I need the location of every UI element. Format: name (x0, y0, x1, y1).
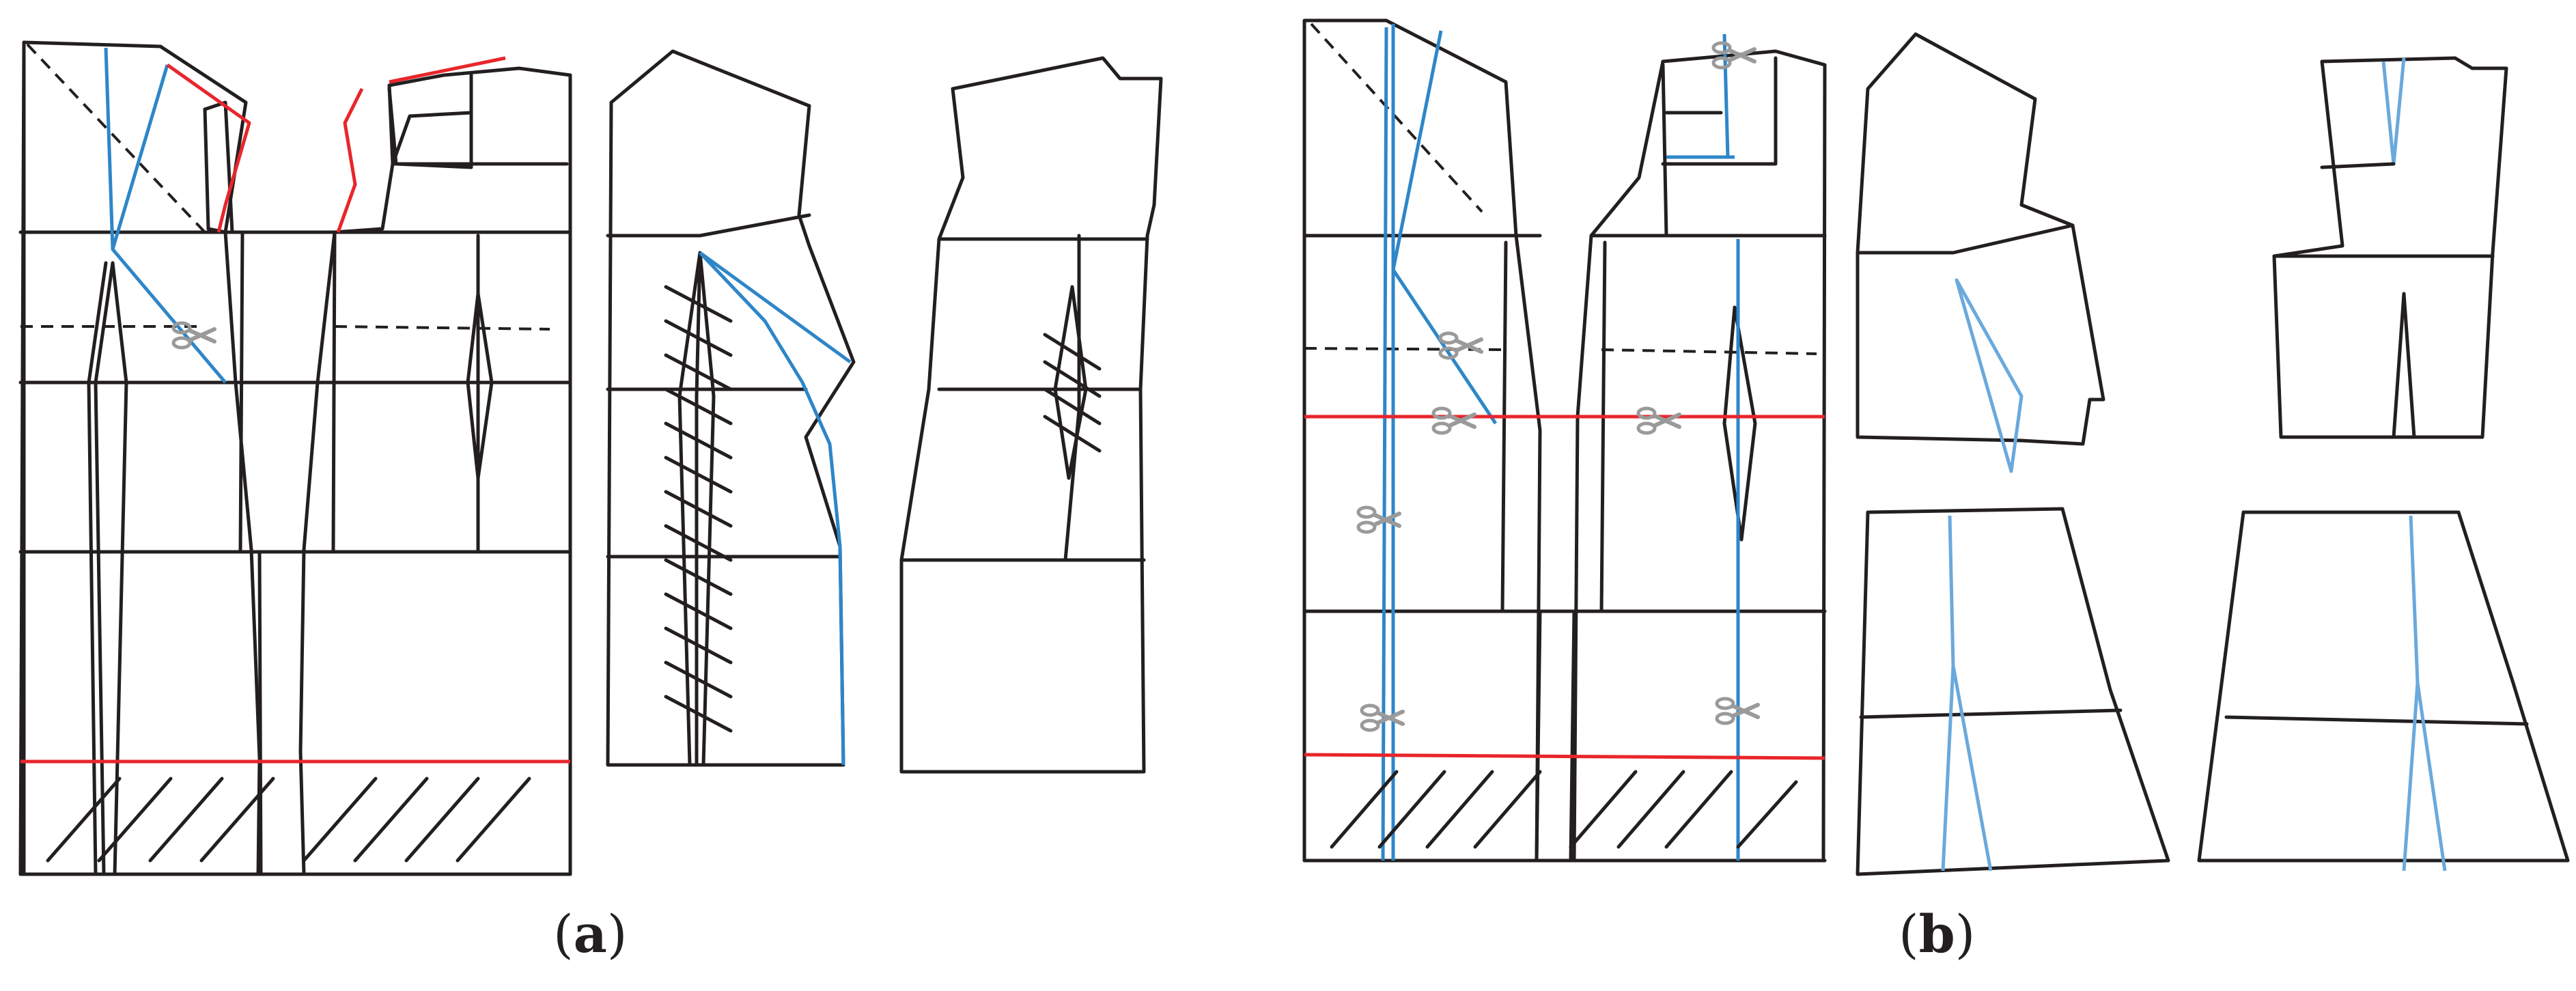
panel-a-front-piece (899, 56, 1163, 774)
panel-a-drafting-block (18, 40, 572, 876)
panel-b-front-piece (2197, 56, 2570, 871)
panel-a-back-piece (606, 49, 856, 767)
panel-a-caption: (a) (553, 904, 628, 964)
panel-b-drafting-block (1302, 18, 1827, 863)
panel-b-caption: (b) (1899, 904, 1976, 964)
panel-b-back-piece (1856, 32, 2170, 876)
